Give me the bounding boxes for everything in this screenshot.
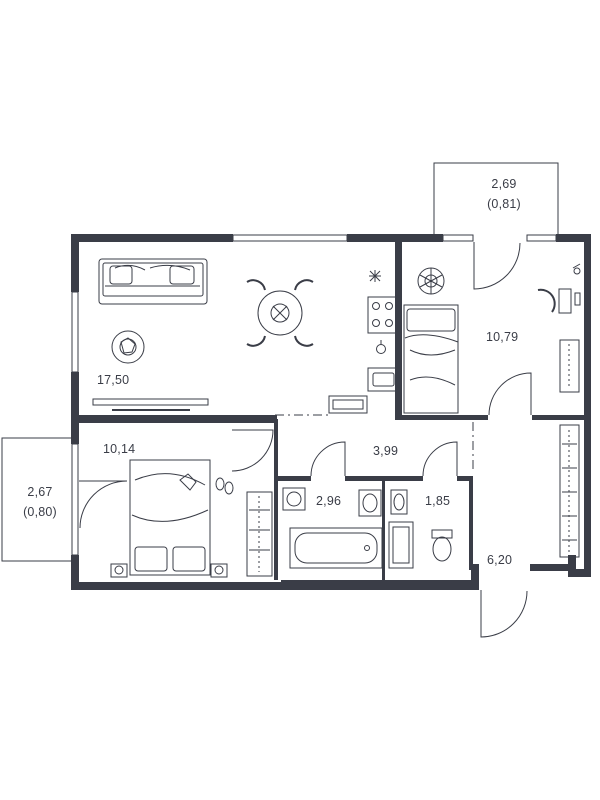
windows xyxy=(71,234,557,589)
washing-machine-icon xyxy=(282,487,306,511)
slippers-icon xyxy=(215,477,234,495)
bed-icon xyxy=(403,304,459,414)
door-balcony-top xyxy=(473,242,521,290)
balcony-top-outline xyxy=(433,162,559,237)
dining-table-icon xyxy=(246,279,314,347)
balcony-top-area: 2,69 xyxy=(491,177,517,191)
desk-icon xyxy=(537,263,581,314)
kitchen-unit-icon xyxy=(328,270,400,414)
living-room-area: 17,50 xyxy=(97,373,130,387)
balcony-left-sub: (0,80) xyxy=(23,505,57,519)
door-bathroom xyxy=(310,441,346,477)
sink-icon xyxy=(358,489,382,517)
door-bedroom-left xyxy=(231,429,274,472)
tv-stand-icon xyxy=(92,398,209,411)
hall-area: 3,99 xyxy=(373,444,399,458)
wardrobe-icon xyxy=(559,339,580,558)
toilet-icon xyxy=(431,529,453,562)
plant-icon xyxy=(417,267,445,295)
balcony-left-area: 2,67 xyxy=(27,485,53,499)
wc-area: 1,85 xyxy=(425,494,451,508)
door-bedroom-right xyxy=(488,372,532,416)
sofa-icon xyxy=(98,258,208,305)
bedroom-right-area: 10,79 xyxy=(486,330,519,344)
rug-icon xyxy=(111,330,145,364)
door-balcony-left xyxy=(79,480,128,529)
bathroom-area: 2,96 xyxy=(316,494,342,508)
balcony-top-sub: (0,81) xyxy=(487,197,521,211)
balcony-top-label: 2,69 (0,81) xyxy=(476,174,532,214)
corridor-area: 6,20 xyxy=(487,553,513,567)
walls xyxy=(71,234,591,590)
door-entrance xyxy=(480,590,528,638)
door-wc xyxy=(422,441,458,477)
shelf-icon xyxy=(388,521,414,569)
balcony-left-outline xyxy=(1,437,79,562)
bed-icon-2 xyxy=(129,459,211,576)
balcony-left-label: 2,67 (0,80) xyxy=(12,482,68,522)
nightstand-icon xyxy=(110,563,228,578)
bedroom-left-area: 10,14 xyxy=(103,442,136,456)
bathtub-icon xyxy=(289,527,383,569)
wc-sink-icon xyxy=(390,489,408,515)
wardrobe-icon-2 xyxy=(246,491,273,577)
